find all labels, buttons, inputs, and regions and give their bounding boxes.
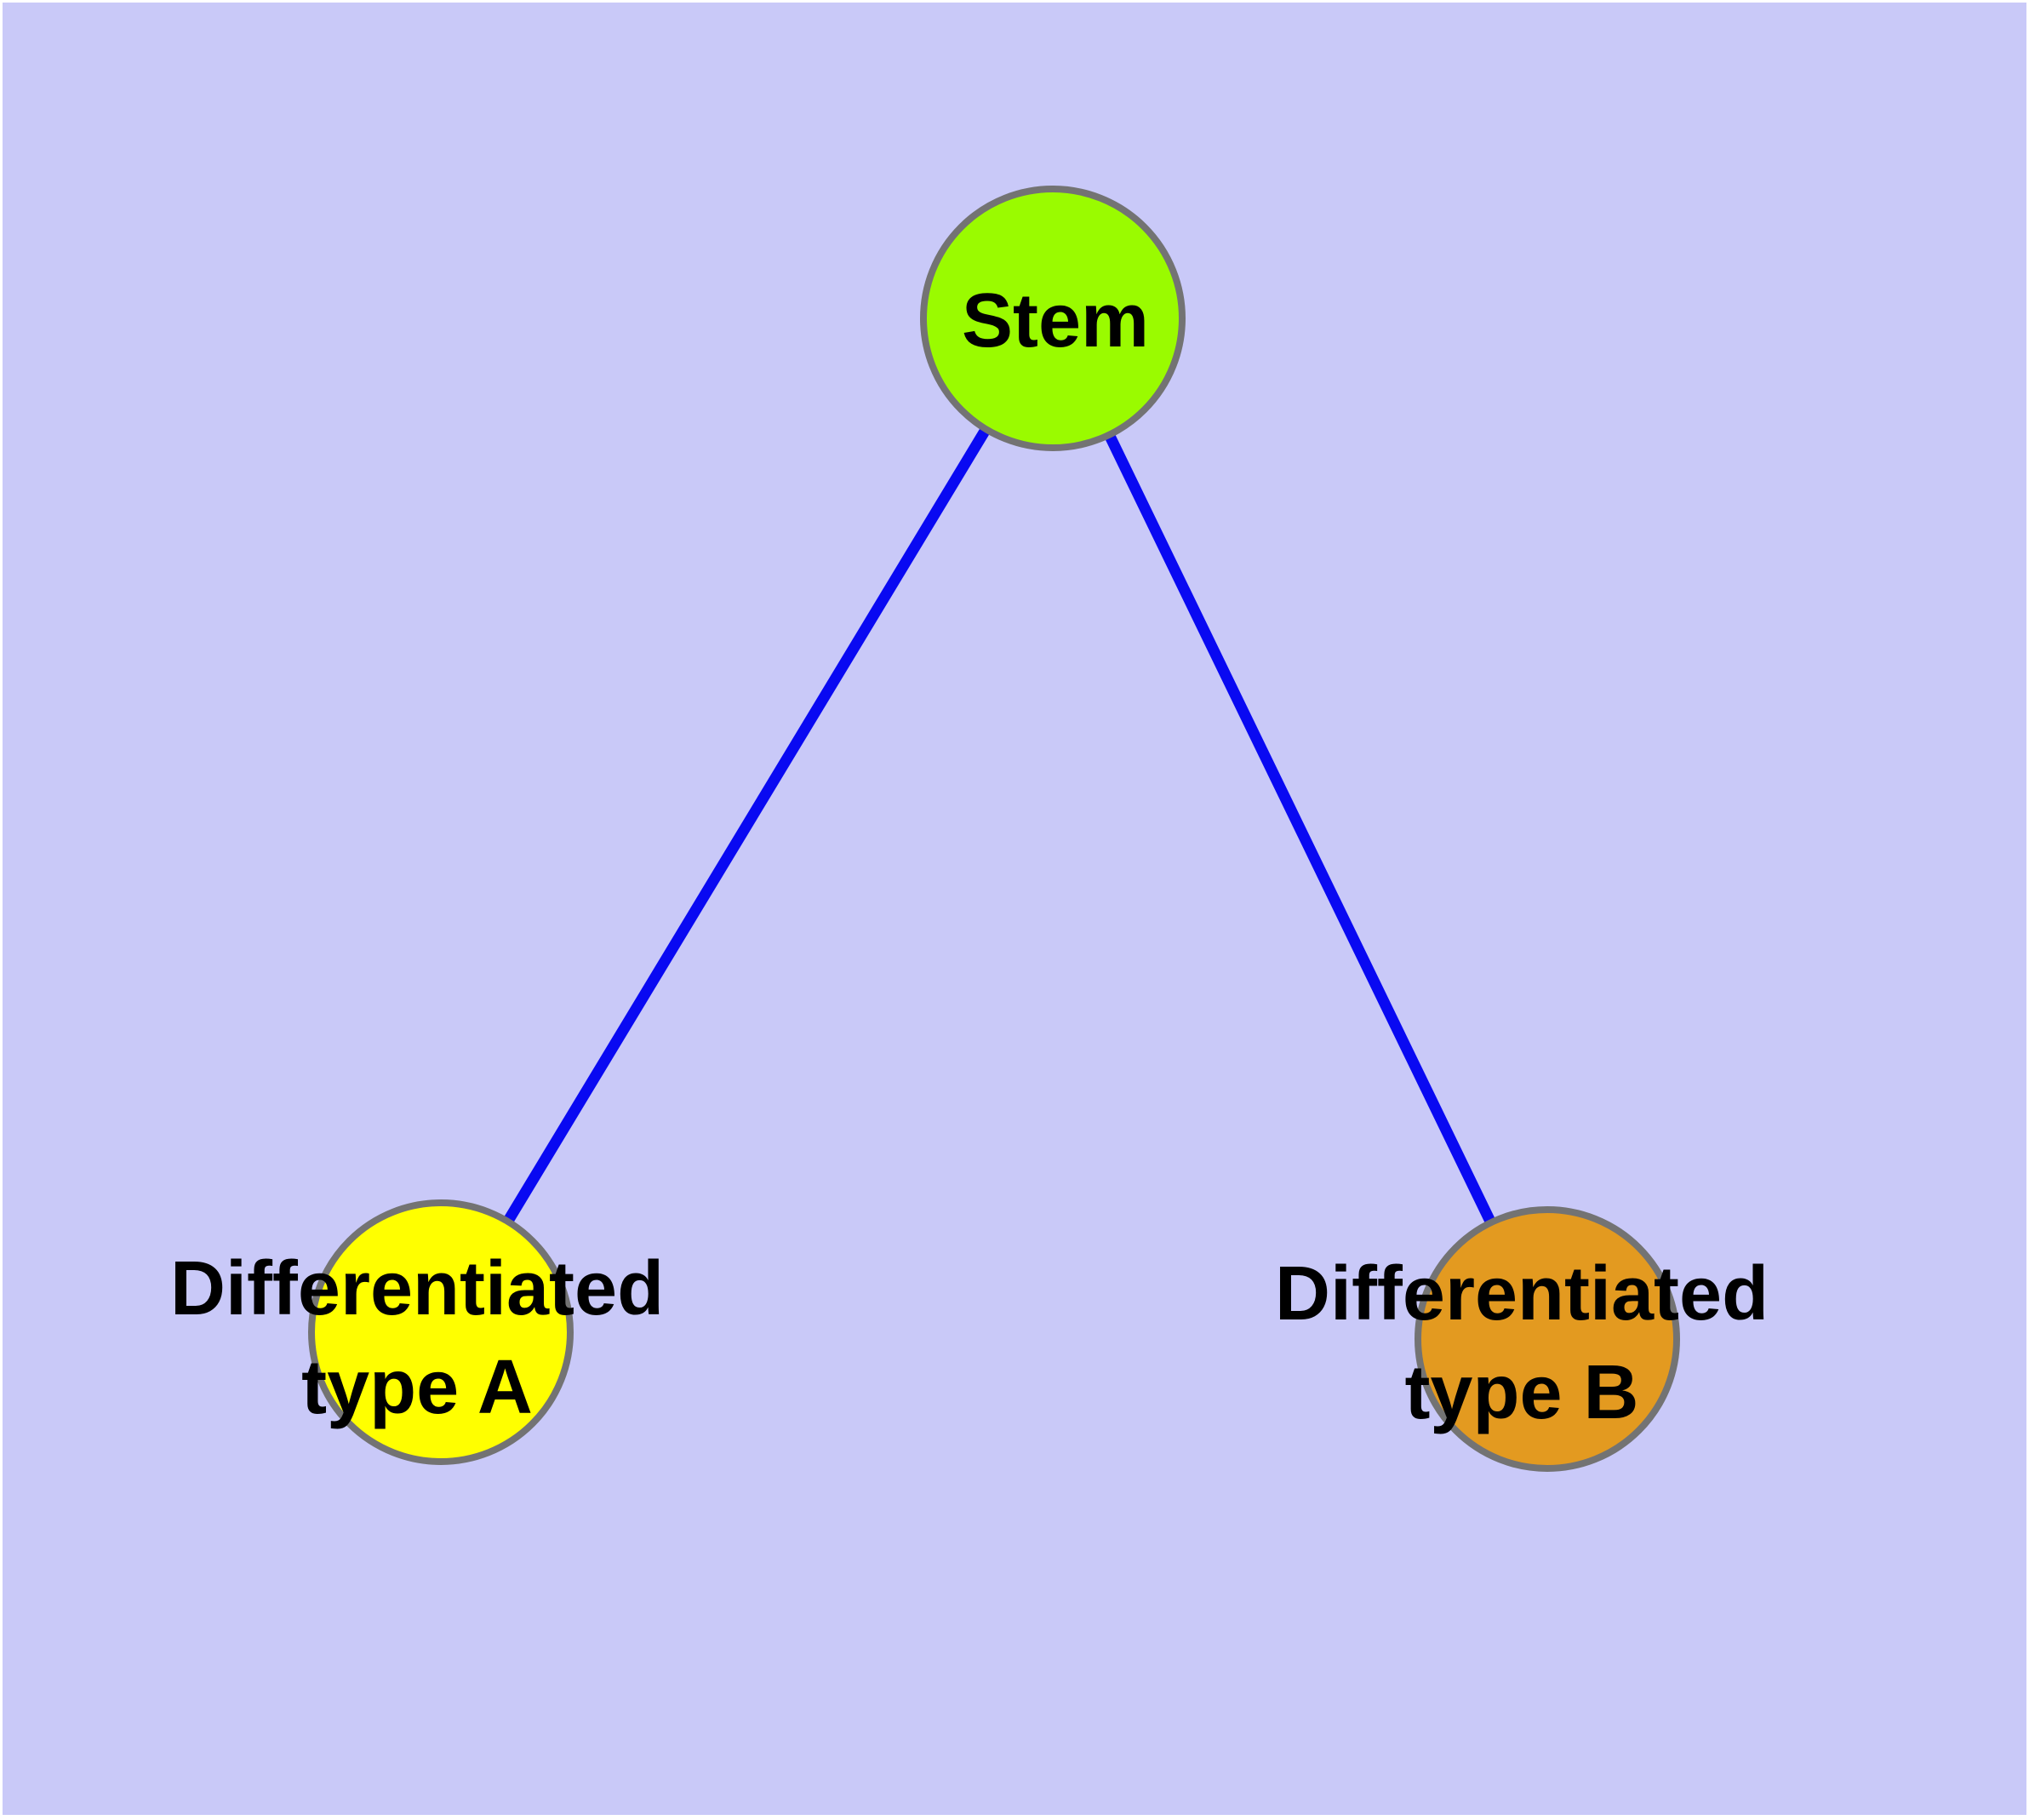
node-stem-circle xyxy=(920,186,1186,451)
node-type-b-label: Differentiated type B xyxy=(1274,1251,1769,1435)
node-type-a-circle xyxy=(308,1199,574,1465)
edge-stem-to-type-a xyxy=(436,315,1058,1336)
node-type-a-label: Differentiated type A xyxy=(169,1245,665,1430)
node-type-b-circle xyxy=(1415,1206,1680,1472)
node-stem-label: Stem xyxy=(961,278,1150,363)
edge-stem-to-type-b xyxy=(1048,316,1552,1342)
